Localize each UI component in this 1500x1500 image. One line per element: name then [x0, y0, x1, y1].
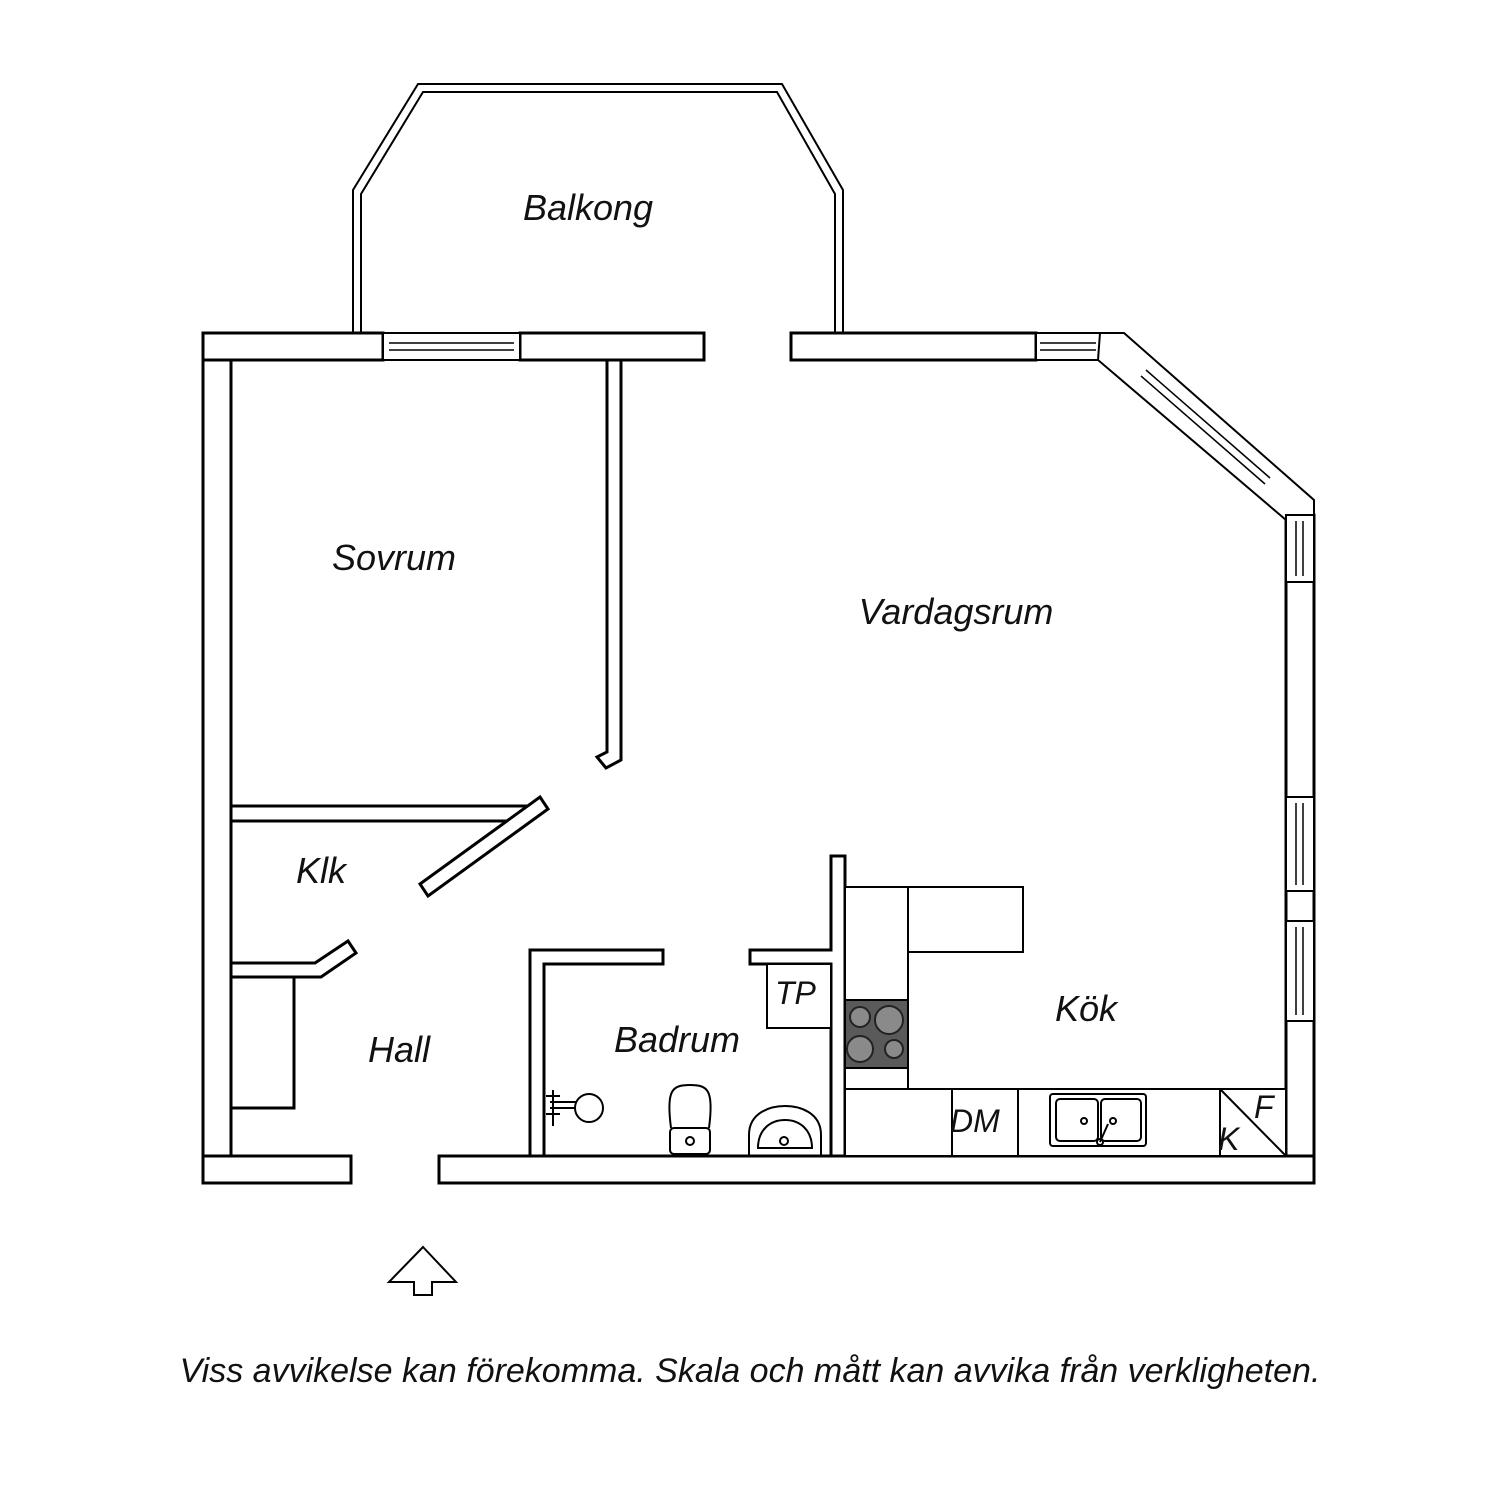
dm-label: DM [950, 1103, 1000, 1139]
balcony [352, 83, 844, 333]
tp-label: TP [775, 975, 817, 1011]
window-sovrum [382, 332, 521, 361]
window-right-3 [1285, 920, 1315, 1022]
stove-icon [844, 999, 909, 1069]
disclaimer-text: Viss avvikelse kan förekomma. Skala och … [179, 1352, 1321, 1390]
window-top-right [1035, 332, 1101, 361]
window-right-2 [1285, 796, 1315, 892]
label-sovrum: Sovrum [332, 537, 456, 578]
sink-icon [1049, 1093, 1147, 1147]
washbasin-icon [748, 1104, 822, 1156]
f-label: F [1254, 1089, 1276, 1125]
entrance-arrow-icon [386, 1245, 459, 1296]
label-vardagsrum: Vardagsrum [859, 591, 1054, 632]
window-diagonal [1096, 332, 1315, 523]
interior-walls [229, 358, 847, 1158]
label-badrum: Badrum [614, 1019, 740, 1060]
label-hall: Hall [368, 1029, 431, 1070]
kitchen-counter [844, 1088, 1287, 1157]
label-klk: Klk [296, 850, 348, 891]
tp-cabinet: TP [766, 963, 832, 1029]
window-right-1 [1285, 514, 1315, 583]
label-kok: Kök [1055, 988, 1119, 1029]
label-balkong: Balkong [523, 187, 653, 228]
toilet-icon [668, 1083, 712, 1155]
shower-icon [546, 1090, 604, 1126]
k-label: K [1218, 1121, 1241, 1157]
